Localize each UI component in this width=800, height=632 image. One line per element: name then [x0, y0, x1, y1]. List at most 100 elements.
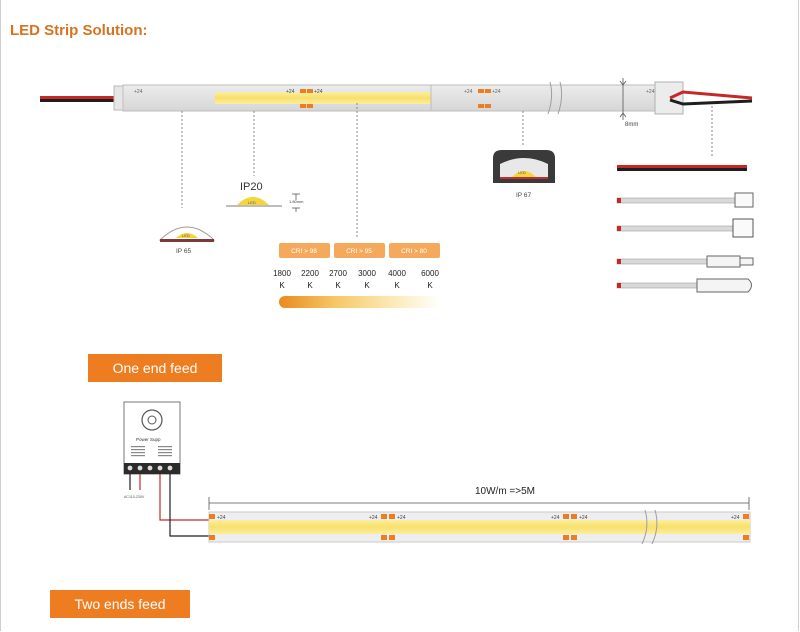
cct-value: 6000: [421, 269, 439, 278]
cable-connector-2: [616, 225, 736, 232]
cct-unit: K: [364, 281, 370, 290]
cri-badge-80: [389, 243, 440, 258]
cable-black-left: [40, 99, 122, 102]
cri-badge-95-label: CRI > 95: [346, 248, 372, 255]
cct-values: 1800 K 2200 K 2700 K 3000 K 4000 K 6000 …: [273, 269, 439, 290]
strip-length-label: 10W/m =>5M: [475, 486, 535, 497]
end-cap-right: [654, 81, 684, 115]
one-end-feed-button[interactable]: One end feed: [88, 354, 222, 382]
voltage-label: +24: [217, 515, 226, 521]
cct-value: 2200: [301, 269, 319, 278]
voltage-label: +24: [286, 89, 295, 95]
dc-male-connector-icon: [706, 255, 754, 268]
cable-black-right: [669, 98, 753, 106]
female-2pin-connector-icon: [732, 218, 754, 238]
voltage-label: +24: [731, 515, 740, 521]
ip67-led: [512, 171, 536, 177]
ip67-profile: LED IP 67: [493, 150, 555, 199]
ip20-profile: IP20 LED 1.80mm: [226, 181, 304, 212]
ip65-led: [176, 233, 198, 238]
ip67-chip-label: LED: [518, 170, 526, 175]
cct-value: 2700: [329, 269, 347, 278]
power-supply-logo-icon: [141, 409, 163, 431]
ip67-base: [500, 177, 548, 179]
cri-badge-80-label: CRI > 80: [401, 248, 427, 255]
voltage-label: +24: [579, 515, 588, 521]
ip67-label: IP 67: [516, 192, 531, 199]
voltage-label: +24: [369, 515, 378, 521]
strip-section-2: [430, 84, 658, 112]
cable-red-left: [40, 96, 122, 99]
cct-unit: K: [427, 281, 433, 290]
ip65-label: IP 65: [176, 248, 191, 255]
bottom-voltage-labels: +24 +24 +24 +24 +24 +24: [217, 515, 740, 521]
cct-gradient-bar: [279, 296, 441, 308]
ip65-base: [160, 239, 214, 242]
bottom-solder-pads: [209, 514, 749, 540]
power-supply-logo-inner: [147, 415, 157, 425]
ip65-profile: LED IP 65: [158, 226, 216, 255]
bottom-led-band: [209, 520, 750, 534]
power-supply: Power Supp AC110-230V: [123, 401, 212, 537]
voltage-label: +24: [464, 89, 473, 95]
cct-value: 1800: [273, 269, 291, 278]
solder-pad: [485, 104, 491, 108]
cct-unit: K: [394, 281, 400, 290]
cable-tip: [617, 259, 621, 264]
cct-value: 4000: [388, 269, 406, 278]
ip65-chip-label: LED: [182, 233, 190, 238]
bare-cable-black: [617, 168, 747, 171]
cable-connector-3: [616, 258, 708, 265]
terminal-screws: [127, 465, 173, 471]
power-supply-box: [123, 401, 181, 475]
top-led-strip: +24 +24 +24 +24 +24 +24 8mm: [40, 78, 753, 128]
led-band-1: [215, 92, 431, 104]
cable-tip: [617, 226, 621, 231]
solder-pad: [478, 89, 484, 93]
cable-connector-4: [616, 282, 698, 289]
solder-pad: [300, 89, 306, 93]
ip20-led-dome: [236, 197, 270, 206]
page-title: LED Strip Solution:: [10, 22, 148, 39]
power-supply-label: Power Supp: [136, 437, 161, 442]
dimension-arrows: [619, 80, 627, 118]
voltage-label: +24: [646, 89, 655, 95]
solder-pad: [485, 89, 491, 93]
voltage-label: +24: [397, 515, 406, 521]
solder-pad: [307, 104, 313, 108]
ac-input-label: AC110-230V: [124, 495, 145, 499]
voltage-label: +24: [134, 89, 143, 95]
cct-unit: K: [279, 281, 285, 290]
ip67-window: [500, 158, 548, 178]
voltage-label: +24: [314, 89, 323, 95]
ip20-base: [226, 205, 282, 207]
two-ends-feed-button[interactable]: Two ends feed: [50, 590, 190, 618]
solder-pad: [300, 104, 306, 108]
vent-slots: [131, 446, 172, 457]
solder-pad: [307, 89, 313, 93]
male-2pin-connector-icon: [734, 192, 754, 208]
connector-options: [616, 165, 754, 293]
solder-pad: [478, 104, 484, 108]
bottom-led-strip: 10W/m =>5M +24 +24 +24 +24 +24 +24: [208, 486, 751, 545]
cable-tip: [617, 283, 621, 288]
width-label: 8mm: [625, 122, 638, 128]
cct-unit: K: [335, 281, 341, 290]
leader-lines: [181, 103, 713, 238]
cri-badge-95: [334, 243, 385, 258]
cri-badge-98-label: CRI > 98: [291, 248, 317, 255]
cri-badges: CRI > 98 CRI > 95 CRI > 80: [279, 243, 440, 258]
cct-unit: K: [307, 281, 313, 290]
cable-tip: [617, 198, 621, 203]
ip20-thickness: 1.80mm: [289, 199, 304, 204]
dc-female-connector-icon: [696, 278, 752, 293]
cct-value: 3000: [358, 269, 376, 278]
bare-cable-red: [617, 165, 747, 168]
cable-connector-1: [616, 197, 736, 204]
ip20-chip-label: LED: [248, 200, 256, 205]
voltage-label: +24: [551, 515, 560, 521]
cable-red-right: [669, 90, 753, 100]
ip20-label: IP20: [240, 181, 263, 193]
